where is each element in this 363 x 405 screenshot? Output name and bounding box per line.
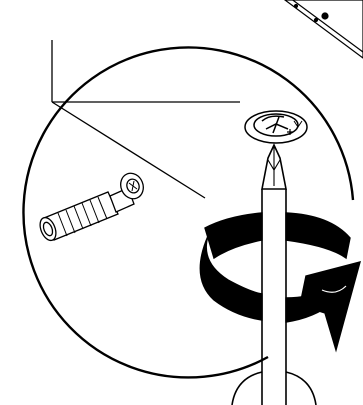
panel-corner <box>285 0 363 58</box>
screwdriver <box>232 145 316 405</box>
panel-edge <box>52 40 240 198</box>
cam-dowel <box>37 170 147 243</box>
clockwise-rotation-arrow <box>200 213 360 350</box>
cam-lock-housing <box>245 111 307 143</box>
